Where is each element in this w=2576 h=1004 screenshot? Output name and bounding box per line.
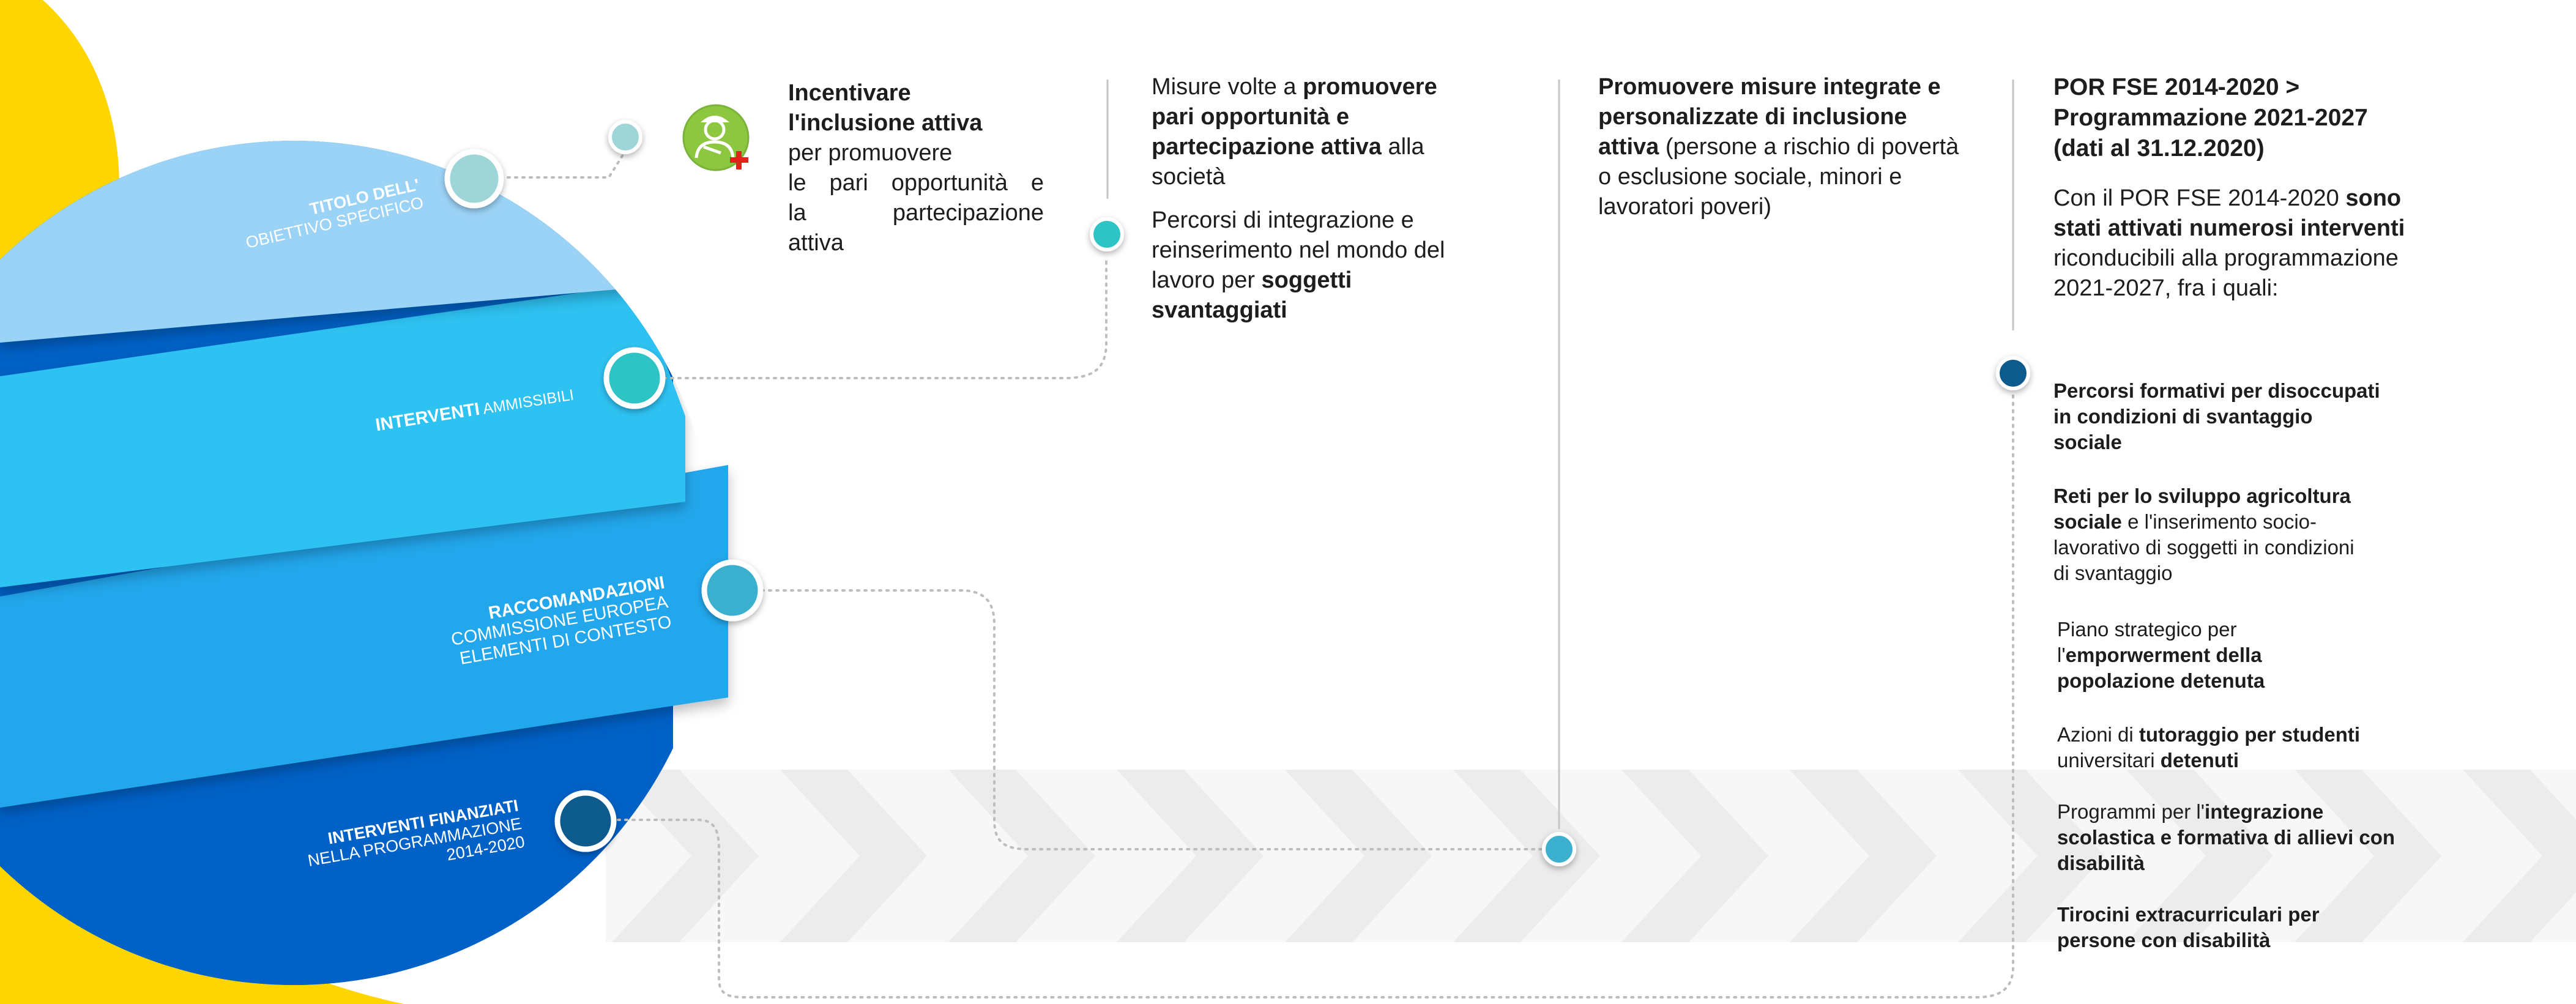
raccomandazioni-rest: (persone a rischio di povertà o esclusio… xyxy=(1598,134,1959,220)
finanziati-item-2: Reti per lo sviluppo agricoltura sociale… xyxy=(2053,483,2372,586)
objective-line-3: la partecipazione xyxy=(788,200,1044,226)
path-dot-3 xyxy=(1542,832,1576,866)
connector-3 xyxy=(761,589,1546,850)
path-dot-4 xyxy=(1996,356,2030,390)
finanziati-title: POR FSE 2014-2020 > Programmazione 2021-… xyxy=(2053,74,2368,162)
finanziati-item-4-bold: tutoraggio per studenti xyxy=(2139,723,2361,746)
path-dot-2 xyxy=(1090,217,1124,251)
chevron-shape xyxy=(1790,770,1937,942)
interventi-paragraph-1: Misure volte a promuovere pari opportuni… xyxy=(1152,72,1470,192)
interventi-p1-c: alla società xyxy=(1152,134,1424,190)
band-dot-2 xyxy=(603,347,666,409)
finanziati-item-2-bold: Reti per lo sviluppo agricoltura sociale xyxy=(2053,485,2351,533)
band-3 xyxy=(0,465,728,808)
band-dot-3 xyxy=(701,559,764,622)
band-dot-1 xyxy=(444,149,504,209)
column-objective: Incentivare l'inclusione attiva per prom… xyxy=(788,78,1044,258)
objective-line-1: per promuovere xyxy=(788,140,953,166)
chevron-shape xyxy=(2295,770,2441,942)
finanziati-item-3: Piano strategico per l'emporwerment dell… xyxy=(2057,617,2320,694)
connector-1 xyxy=(507,152,625,179)
finanziati-item-3-bold: emporwerment della popolazione detenuta xyxy=(2057,644,2265,692)
chevron-shape xyxy=(1621,770,1768,942)
column-finanziati: POR FSE 2014-2020 > Programmazione 2021-… xyxy=(2053,72,2408,303)
finanziati-item-5-pre: Programmi per l' xyxy=(2057,800,2205,823)
finanziati-item-2-rest: e l'inserimento socio-lavorativo di sogg… xyxy=(2053,510,2355,584)
chevron-shape xyxy=(1958,770,2105,942)
finanziati-item-3-pre: Piano strategico per l' xyxy=(2057,618,2237,666)
chevron-shape xyxy=(1117,770,1264,942)
inclusion-person-icon xyxy=(682,104,750,171)
interventi-paragraph-2: Percorsi di integrazione e reinserimento… xyxy=(1152,206,1470,325)
chevron-shape xyxy=(780,770,927,942)
chevron-shape xyxy=(2126,770,2273,942)
chevron-shape xyxy=(2463,770,2576,942)
finanziati-item-5-bold: integrazione scolastica e formativa di a… xyxy=(2057,800,2395,874)
finanziati-item-1: Percorsi formativi per disoccupati in co… xyxy=(2053,378,2384,455)
raccomandazioni-bold: Promuovere misure integrate e personaliz… xyxy=(1598,74,1941,160)
objective-title-2: l'inclusione attiva xyxy=(788,110,983,136)
band-dot-4 xyxy=(554,790,617,852)
interventi-p1-a: Misure volte a xyxy=(1152,74,1303,100)
column-interventi: Misure volte a promuovere pari opportuni… xyxy=(1152,72,1470,325)
finanziati-item-4-pre: Azioni di xyxy=(2057,723,2139,746)
chevron-shape xyxy=(948,770,1095,942)
path-dot-1 xyxy=(608,120,642,154)
chevron-shape xyxy=(612,770,759,942)
finanziati-item-5: Programmi per l'integrazione scolastica … xyxy=(2057,799,2400,876)
finanziati-intro-a: Con il POR FSE 2014-2020 xyxy=(2053,185,2346,211)
objective-title-1: Incentivare xyxy=(788,80,911,106)
finanziati-item-6: Tirocini extracurriculari per persone co… xyxy=(2057,902,2375,953)
finanziati-item-4-mid: universitari xyxy=(2057,749,2161,772)
finanziati-intro-c: riconducibili alla programmazione 2021-2… xyxy=(2053,245,2399,301)
interventi-p1-b: promuovere pari opportunità e partecipaz… xyxy=(1152,74,1437,160)
finanziati-item-4-bold2: detenuti xyxy=(2160,749,2239,772)
band-2 xyxy=(0,284,685,587)
interventi-p2-b: soggetti svantaggiati xyxy=(1152,267,1352,323)
objective-line-2: le pari opportunità e xyxy=(788,170,1044,196)
interventi-p2-a: Percorsi di integrazione e reinserimento… xyxy=(1152,207,1445,293)
finanziati-intro-b: sono stati attivati numerosi interventi xyxy=(2053,185,2405,241)
connector-2 xyxy=(663,256,1107,379)
finanziati-item-1-bold: Percorsi formativi per disoccupati in co… xyxy=(2053,379,2380,453)
finanziati-item-6-bold: Tirocini extracurriculari per persone co… xyxy=(2057,903,2320,951)
finanziati-intro: Con il POR FSE 2014-2020 sono stati atti… xyxy=(2053,184,2408,303)
chevron-shape xyxy=(1285,770,1432,942)
finanziati-item-4: Azioni di tutoraggio per studenti univer… xyxy=(2057,722,2400,773)
objective-line-4: attiva xyxy=(788,230,844,256)
column-raccomandazioni: Promuovere misure integrate e personaliz… xyxy=(1598,72,1965,222)
connector-4 xyxy=(617,390,2014,998)
